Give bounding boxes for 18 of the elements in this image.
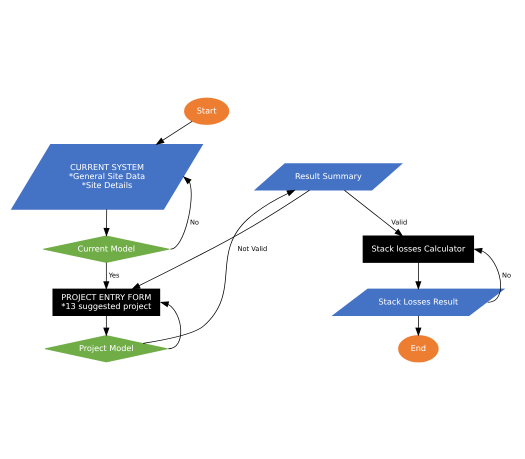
- arrow: [103, 208, 110, 236]
- node-diamond: Current Model: [42, 235, 170, 262]
- node-box: Stack losses Calculator: [362, 235, 474, 262]
- arrow: [473, 247, 501, 302]
- arrow: [103, 314, 110, 336]
- node-diamond: Project Model: [44, 334, 168, 362]
- arrow: [103, 262, 110, 290]
- arrow: [170, 176, 192, 250]
- node-box: PROJECT ENTRY FORM *13 suggested project: [52, 288, 160, 316]
- arrow: [142, 189, 296, 344]
- arrow: [415, 262, 422, 290]
- arrow: [160, 300, 182, 349]
- node-ellipse: Start: [184, 97, 230, 124]
- arrow: [344, 189, 404, 236]
- arrow: [131, 189, 310, 289]
- node-ellipse: End: [398, 334, 439, 362]
- arrow: [155, 120, 193, 144]
- arrow: [415, 314, 422, 336]
